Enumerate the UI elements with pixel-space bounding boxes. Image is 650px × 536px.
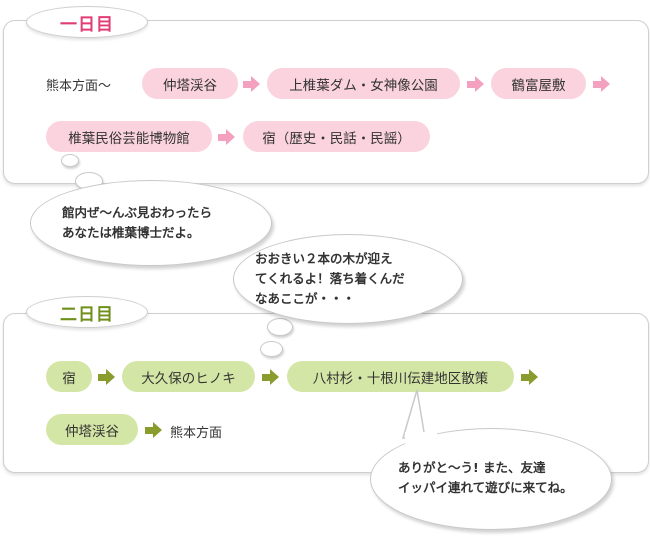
day2-stop-hachimurasugi: 八村杉・十根川伝建地区散策 bbox=[287, 361, 514, 392]
day1-panel bbox=[3, 20, 649, 184]
day1-stop-kamishiiba-dam: 上椎葉ダム・女神像公園 bbox=[267, 68, 460, 99]
thanks-bubble-text: ありがと〜う! また、友達 イッパイ連れて遊びに来てね。 bbox=[398, 460, 573, 495]
thought-dot bbox=[260, 341, 283, 357]
day2-stop-okubo-hinoki: 大久保のヒノキ bbox=[122, 361, 255, 392]
day1-stop-nakatou-keikoku: 仲塔渓谷 bbox=[142, 68, 238, 99]
museum-speech-bubble bbox=[30, 180, 272, 266]
thought-dot bbox=[61, 154, 79, 167]
day1-stop-inn: 宿（歴史・民話・民謡） bbox=[243, 121, 430, 152]
trees-speech-bubble bbox=[233, 234, 463, 324]
day1-start-label: 熊本方面〜 bbox=[46, 79, 112, 94]
day2-title: 二日目 bbox=[26, 296, 148, 328]
day2-end-label: 熊本方面 bbox=[170, 426, 223, 441]
day1-stop-folk-museum: 椎葉民俗芸能博物館 bbox=[46, 121, 212, 152]
day1-stop-tsurutomi-yashiki: 鶴富屋敷 bbox=[491, 68, 586, 99]
thought-dot bbox=[267, 318, 293, 336]
trees-bubble-text: おおきい２本の木が迎え てくれるよ！落ち着くんだ なあここが・・・ bbox=[255, 251, 405, 306]
day1-title: 一日目 bbox=[26, 6, 148, 38]
day2-stop-inn: 宿 bbox=[46, 361, 92, 392]
day2-stop-nakatou-keikoku: 仲塔渓谷 bbox=[46, 414, 138, 445]
museum-bubble-text: 館内ぜ〜んぶ見おわったら あなたは椎葉博士だよ。 bbox=[62, 205, 213, 240]
bubble-seam bbox=[405, 432, 437, 446]
